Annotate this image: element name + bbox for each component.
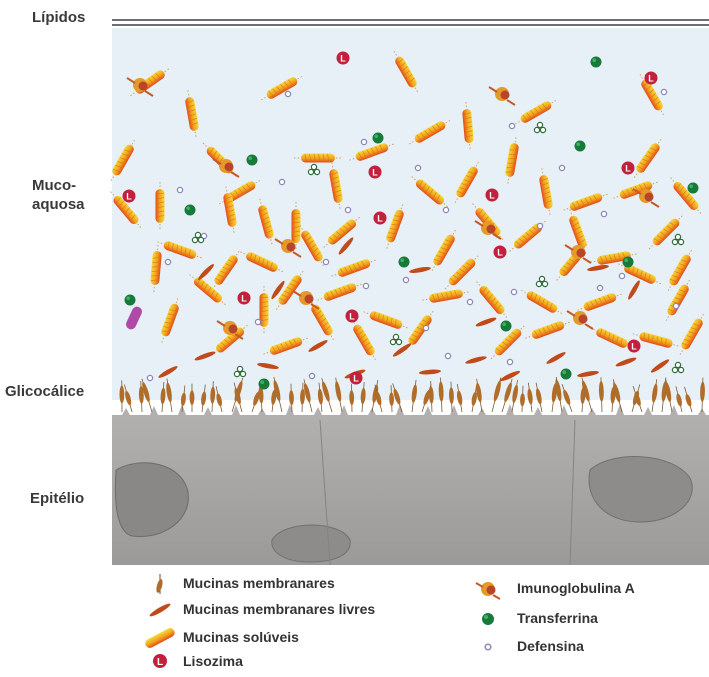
- defensin: [403, 277, 408, 282]
- legend-label-mucinas-membranares: Mucinas membranares: [183, 575, 335, 592]
- lysozyme: L: [374, 212, 387, 225]
- lysozyme: L: [337, 52, 350, 65]
- defensin: [661, 89, 666, 94]
- lysozyme: L: [350, 372, 363, 385]
- legend-label-defensina: Defensina: [517, 638, 584, 655]
- label-muco-aquosa: Muco- aquosa: [32, 176, 85, 214]
- transferrin: [623, 257, 634, 268]
- defensin: [345, 207, 350, 212]
- epithelium-nucleus: [272, 525, 350, 562]
- defensin: [445, 353, 450, 358]
- label-epitelio: Epitélio: [30, 489, 84, 508]
- legend-lysozyme-icon: L: [153, 654, 167, 668]
- lysozyme: L: [628, 340, 641, 353]
- defensin: [597, 285, 602, 290]
- defensin: [363, 283, 368, 288]
- legend-defensin-icon: [485, 644, 491, 650]
- transferrin: [399, 257, 410, 268]
- transferrin: [125, 295, 136, 306]
- defensin: [165, 259, 170, 264]
- defensin: [559, 165, 564, 170]
- transferrin: [575, 141, 586, 152]
- lysozyme: L: [238, 292, 251, 305]
- svg-text:L: L: [241, 294, 247, 304]
- transferrin: [259, 379, 270, 390]
- defensin: [423, 325, 428, 330]
- legend-free-mucin-icon: [148, 602, 171, 618]
- legend-soluble-mucin-icon: [144, 627, 176, 650]
- lysozyme: L: [622, 162, 635, 175]
- lysozyme: L: [645, 72, 658, 85]
- transferrin: [688, 183, 699, 194]
- defensin: [361, 139, 366, 144]
- legend-membrane-mucin-icon: [155, 574, 164, 594]
- defensin: [147, 375, 152, 380]
- label-glicocalice: Glicocálice: [5, 382, 84, 401]
- lysozyme: L: [494, 246, 507, 259]
- defensin: [443, 207, 448, 212]
- defensin: [507, 359, 512, 364]
- transferrin: [373, 133, 384, 144]
- legend-transferrin-icon: [482, 613, 494, 625]
- legend-label-mucinas-soluveis: Mucinas solúveis: [183, 629, 299, 646]
- transferrin: [185, 205, 196, 216]
- defensin: [467, 299, 472, 304]
- lysozyme: L: [486, 189, 499, 202]
- defensin: [601, 211, 606, 216]
- svg-text:L: L: [648, 74, 654, 84]
- svg-text:L: L: [497, 248, 503, 258]
- svg-text:L: L: [349, 312, 355, 322]
- defensin: [323, 259, 328, 264]
- svg-text:L: L: [631, 342, 637, 352]
- defensin: [279, 179, 284, 184]
- defensin: [285, 91, 290, 96]
- svg-text:L: L: [340, 54, 346, 64]
- lysozyme: L: [123, 190, 136, 203]
- svg-text:L: L: [372, 168, 378, 178]
- defensin: [619, 273, 624, 278]
- svg-text:L: L: [353, 374, 359, 384]
- lysozyme: L: [346, 310, 359, 323]
- svg-text:L: L: [625, 164, 631, 174]
- transferrin: [561, 369, 572, 380]
- defensin: [509, 123, 514, 128]
- legend-label-mucinas-membranares-livres: Mucinas membranares livres: [183, 601, 375, 618]
- defensin: [255, 319, 260, 324]
- transferrin: [247, 155, 258, 166]
- lysozyme: L: [369, 166, 382, 179]
- epithelium: [112, 404, 709, 565]
- defensin: [673, 303, 678, 308]
- label-lipidos: Lípidos: [32, 8, 85, 27]
- legend-label-transferrina: Transferrina: [517, 610, 598, 627]
- lipid-layer-lines: [112, 20, 709, 25]
- defensin: [537, 223, 542, 228]
- svg-text:L: L: [157, 657, 163, 668]
- transferrin: [591, 57, 602, 68]
- legend-label-imunoglobulina-a: Imunoglobulina A: [517, 580, 635, 597]
- svg-text:L: L: [377, 214, 383, 224]
- defensin: [511, 289, 516, 294]
- legend-label-lisozima: Lisozima: [183, 653, 243, 670]
- defensin: [415, 165, 420, 170]
- legend-immunoglobulin-a-icon: [476, 582, 500, 599]
- svg-text:L: L: [489, 191, 495, 201]
- defensin: [309, 373, 314, 378]
- svg-text:L: L: [126, 192, 132, 202]
- defensin: [177, 187, 182, 192]
- transferrin: [501, 321, 512, 332]
